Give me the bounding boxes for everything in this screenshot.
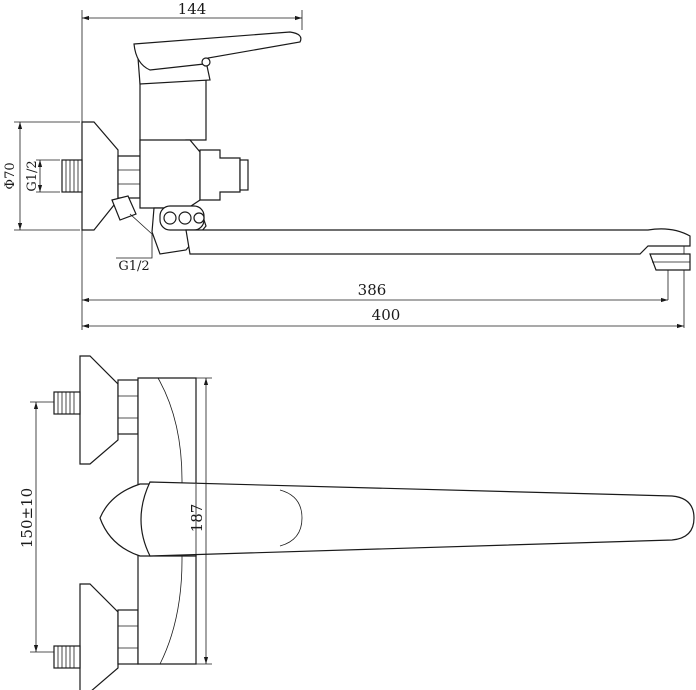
dim-thread-bottom: G1/2 [118,259,149,274]
wall-flange [81,121,119,231]
dim-diameter: Φ70 [3,162,18,189]
spout-front [140,481,695,557]
dim-body-height: 187 [188,504,206,533]
inlet-thread-upper [53,391,81,415]
dim-center-distance: 150±10 [18,488,36,548]
dim-top-width: 144 [178,0,207,18]
spout [185,228,691,255]
side-elevation-view: 144 386 400 Φ70 G1/2 G1/2 [3,0,691,330]
lever-handle [133,31,302,71]
front-elevation-view: 150±10 187 [18,355,695,690]
inlet-thread-left [61,159,83,193]
hex-nut [117,155,141,199]
inlet-thread-lower [53,645,81,669]
dim-total-length: 400 [372,306,401,324]
dim-thread-left: G1/2 [25,160,40,191]
dim-spout-reach: 386 [358,281,387,299]
